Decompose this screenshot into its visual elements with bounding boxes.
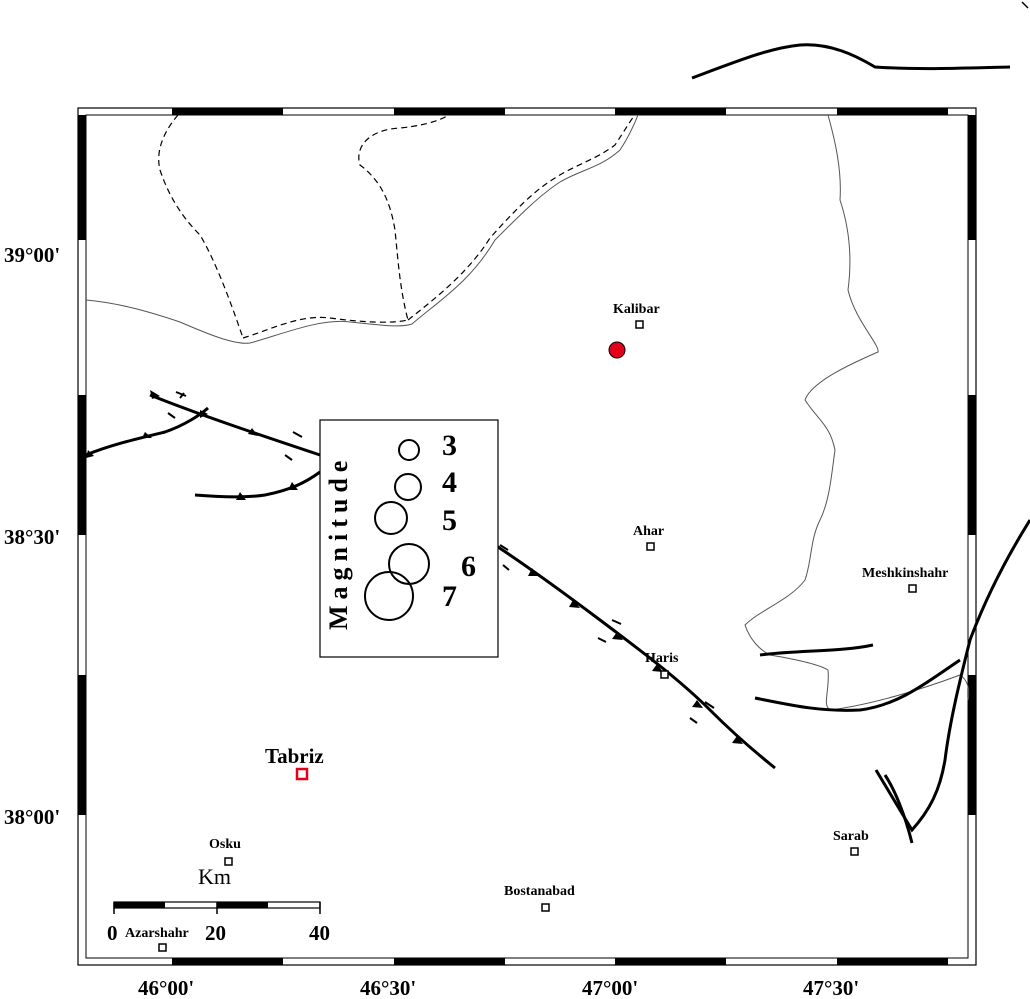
city-label: Osku xyxy=(209,837,241,852)
city-label: Kalibar xyxy=(613,302,660,317)
legend-circle-4 xyxy=(394,473,422,501)
city-label: Tabriz xyxy=(265,744,324,768)
map-frame xyxy=(77,107,977,966)
strike-slip-markers xyxy=(167,391,715,724)
city-sarab: Sarab xyxy=(833,829,869,856)
legend-label-4: 4 xyxy=(442,466,457,499)
lon-labels: 46°00' 46°30' 47°00' 47°30' xyxy=(138,976,859,999)
scale-label-0: 0 xyxy=(107,921,118,945)
legend-label-7: 7 xyxy=(442,580,457,613)
legend-label-5: 5 xyxy=(442,504,457,537)
legend-circle-3 xyxy=(398,439,420,461)
legend-label-3: 3 xyxy=(442,429,457,462)
city-label: Azarshahr xyxy=(125,926,189,941)
scale-unit: Km xyxy=(198,864,231,889)
city-haris: Haris xyxy=(645,651,679,679)
borders-dashed xyxy=(158,114,636,339)
borders-solid xyxy=(85,114,970,711)
scale-bar: Km 0 20 40 xyxy=(107,864,330,945)
scale-label-40: 40 xyxy=(309,921,330,945)
magnitude-legend: Magnitude 3 4 5 6 7 xyxy=(319,419,499,658)
legend-circle-7 xyxy=(364,571,414,621)
lon-label-46: 46°00' xyxy=(138,976,194,999)
city-tabriz: Tabriz xyxy=(265,744,324,781)
city-label: Ahar xyxy=(633,524,664,539)
city-label: Meshkinshahr xyxy=(862,566,948,581)
lat-label-39: 39°00' xyxy=(4,243,60,267)
city-label: Bostanabad xyxy=(504,884,575,899)
city-label: Haris xyxy=(645,651,679,666)
city-ahar: Ahar xyxy=(633,524,664,551)
lat-label-38: 38°00' xyxy=(4,805,60,829)
legend-label-6: 6 xyxy=(461,550,476,583)
city-kalibar: Kalibar xyxy=(613,302,660,329)
lon-label-4630: 46°30' xyxy=(360,976,416,999)
lat-label-3830: 38°30' xyxy=(4,525,60,549)
fault-line-outside xyxy=(691,43,1011,80)
faults xyxy=(85,393,1030,844)
fault-teeth xyxy=(86,390,743,744)
scale-label-20: 20 xyxy=(205,921,226,945)
lon-label-47: 47°00' xyxy=(582,976,638,999)
city-azarshahr: Azarshahr xyxy=(125,926,189,952)
lat-labels: 39°00' 38°30' 38°00' xyxy=(4,243,60,829)
city-bostanabad: Bostanabad xyxy=(504,884,575,912)
city-label: Sarab xyxy=(833,829,869,844)
lon-label-4730: 47°30' xyxy=(803,976,859,999)
city-meshkinshahr: Meshkinshahr xyxy=(862,566,948,593)
city-osku: Osku xyxy=(209,837,241,866)
legend-title: Magnitude xyxy=(324,455,353,630)
legend-circle-5 xyxy=(374,501,408,535)
epicenter-marker xyxy=(608,341,626,359)
